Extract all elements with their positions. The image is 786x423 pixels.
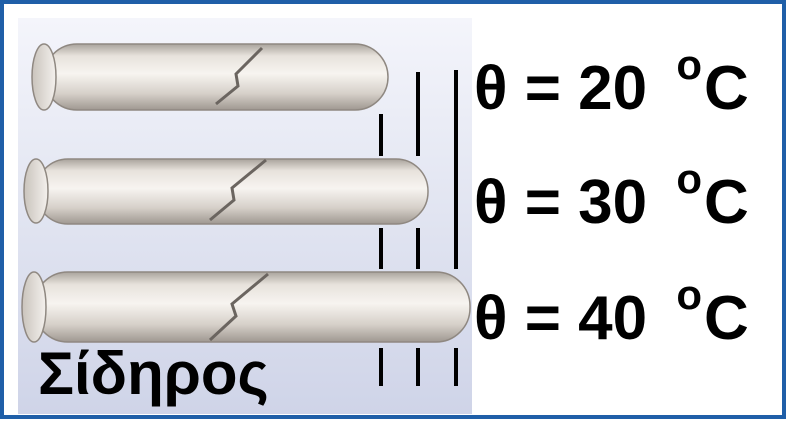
- rod-30c: [23, 158, 429, 225]
- rod-body: [43, 43, 389, 111]
- temperature-label-30c: θ = 30 oC: [474, 158, 749, 234]
- rod-40c: [21, 271, 471, 343]
- temperature-unit: C: [704, 54, 749, 123]
- rod-body: [33, 271, 471, 343]
- break-mark: [209, 158, 267, 222]
- length-markers: [379, 70, 458, 386]
- degree-symbol: o: [676, 271, 703, 318]
- break-mark: [208, 272, 269, 342]
- degree-symbol: o: [676, 155, 703, 202]
- rod-end-cap: [31, 43, 57, 111]
- thermal-expansion-diagram: [21, 43, 471, 386]
- rod-end-cap: [21, 271, 47, 343]
- material-label: Σίδηρος: [38, 340, 269, 407]
- temperature-unit: C: [704, 284, 749, 353]
- temperature-value: θ = 20: [474, 54, 665, 123]
- rod-end-cap: [23, 158, 49, 224]
- temperature-value: θ = 30: [474, 168, 665, 237]
- temperature-value: θ = 40: [474, 284, 665, 353]
- rod-20c: [31, 43, 389, 111]
- break-mark: [215, 46, 264, 106]
- temperature-label-40c: θ = 40 oC: [474, 274, 749, 350]
- temperature-label-20c: θ = 20 oC: [474, 44, 749, 120]
- degree-symbol: o: [676, 41, 703, 88]
- temperature-unit: C: [704, 168, 749, 237]
